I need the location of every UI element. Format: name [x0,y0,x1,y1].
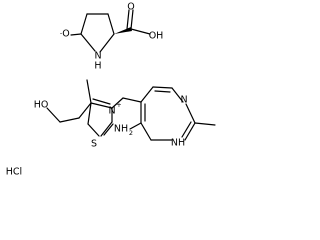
bond [194,122,216,126]
atom-ring-n: N [180,95,187,106]
bond [86,79,92,104]
bond [90,102,113,109]
atom-s: S [91,139,97,150]
charge-minus: - [60,29,63,37]
bond [185,103,196,124]
bond [99,33,115,53]
bond [80,33,96,52]
pyroglutamate: O - N H O OH [60,2,163,72]
bond [78,102,92,119]
bond [59,117,80,123]
bond [181,121,192,138]
bond [87,102,92,125]
atom-nh2-subscript: 2 [129,129,133,137]
bond [92,98,111,105]
bond [140,122,152,141]
bond [70,33,82,36]
atom-nh-h: H [94,61,101,72]
bond [130,9,134,30]
bond [152,86,173,89]
bond [122,97,142,103]
atom-ho: HO [34,100,49,111]
bond [103,123,114,136]
atom-nh: N [94,51,101,62]
atom-o-minus: O [62,29,69,40]
molecule-diagram: O - N H O OH [6,2,216,178]
bond [46,107,61,123]
bond [107,13,115,35]
bond [184,122,196,141]
hcl-label: HCl [6,167,22,178]
structure-drawing: O - N H O OH [6,2,216,178]
atom-nh2: NH [114,124,128,135]
bond [171,87,184,103]
bond [100,121,113,137]
atom-ring-nh: NH [171,138,185,149]
bond [140,86,154,103]
wedge-bond [114,27,132,34]
bond [87,123,100,137]
atom-oh: OH [149,31,164,42]
atom-n-plus: N [108,106,115,117]
bond [130,28,151,35]
atom-carbonyl-o: O [127,2,134,13]
bond [129,122,142,130]
bond [154,90,171,93]
bond [80,13,88,35]
bond [111,97,124,109]
charge-plus: + [116,101,121,109]
bond [126,9,130,30]
thiamine: HO S N + N NH NH 2 [34,79,216,150]
